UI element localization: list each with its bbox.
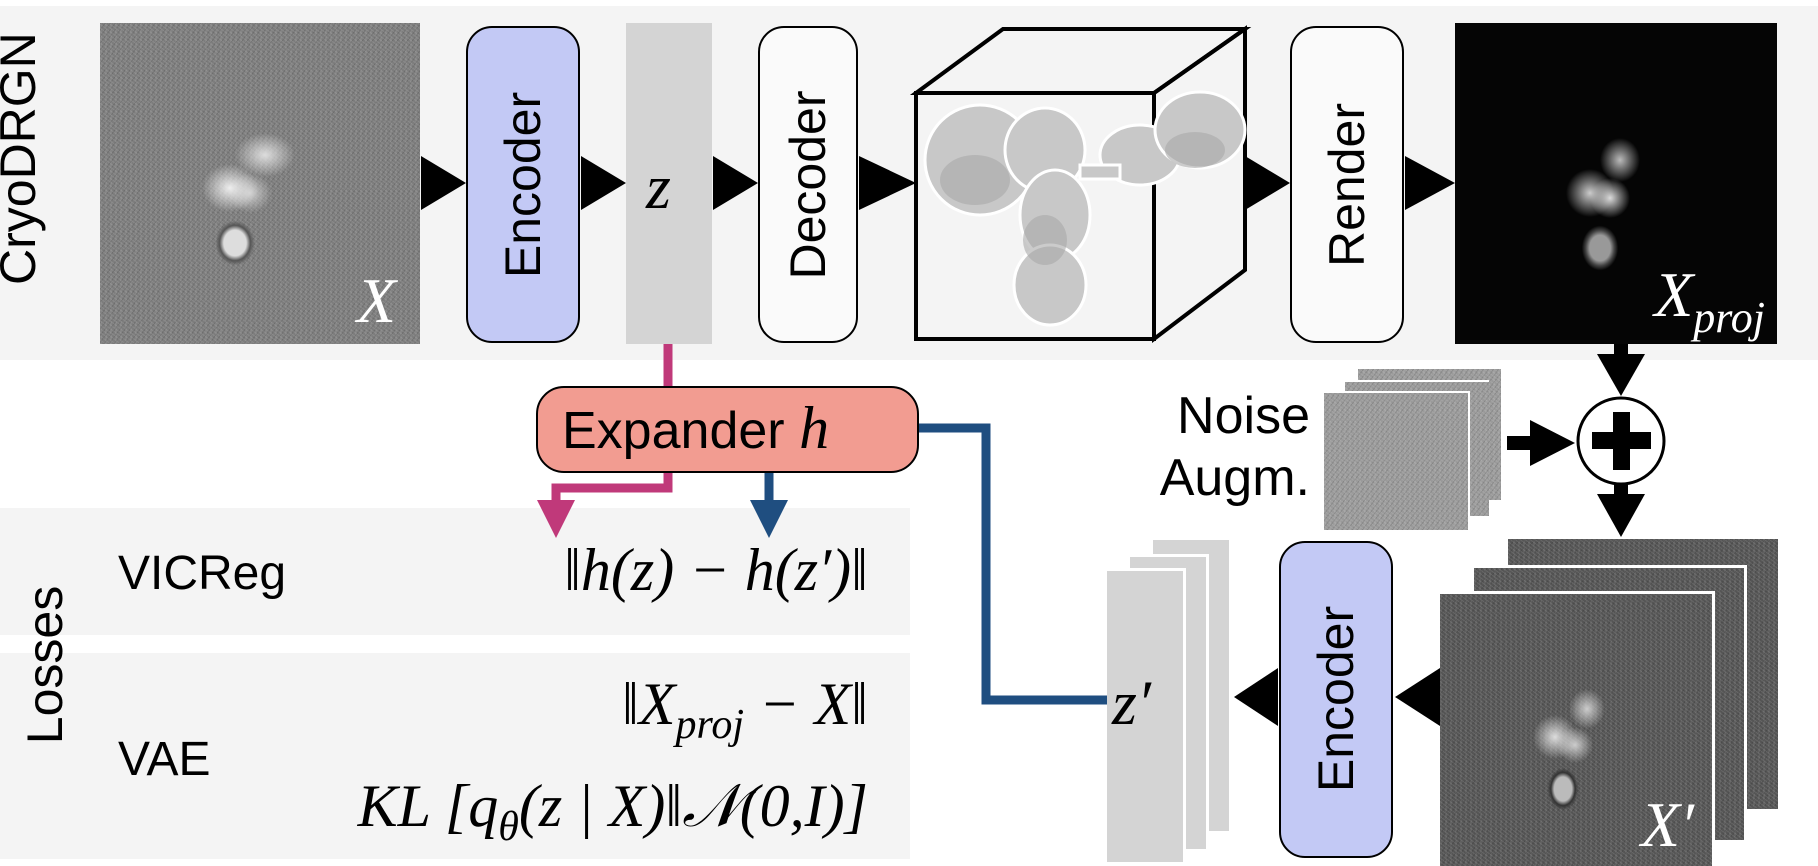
vicreg-name: VICReg	[118, 547, 287, 600]
noise-augm-label: Noise Augm.	[1090, 385, 1310, 509]
vae-reconstruction-formula: ‖Xproj − X‖	[622, 670, 868, 748]
arrow-proj-to-plus	[1597, 354, 1645, 396]
volume-cube	[909, 25, 1252, 344]
protein-density-shading	[940, 132, 1225, 265]
noise-label-line1: Noise	[1177, 387, 1310, 445]
arrow-z-to-decoder	[713, 156, 758, 210]
cube-back-top	[909, 27, 1252, 95]
projection-label-sub: proj	[1693, 293, 1765, 342]
vae-kl-sub: θ	[498, 804, 519, 850]
expander-box	[536, 386, 919, 473]
input-particle-image: X	[100, 23, 420, 344]
arrow-noise-to-plus	[1530, 420, 1575, 466]
arrow-x-to-encoder	[421, 156, 466, 210]
vae-name: VAE	[118, 733, 211, 786]
z-path	[551, 344, 673, 500]
noise-label-line2: Augm.	[1159, 449, 1310, 507]
projection-label-main: X	[1654, 259, 1694, 330]
render-box	[1290, 26, 1404, 343]
vae-kl-formula: KL [qθ(z | X)‖𝒩(0,I)]	[357, 772, 868, 850]
projection-label: Xproj	[1654, 263, 1765, 343]
latent-zprime-label: z′	[1112, 667, 1151, 738]
particle-blob	[195, 133, 305, 283]
encoder2-box	[1279, 541, 1393, 858]
decoder-box	[758, 26, 858, 343]
protein-density-icon	[923, 90, 1247, 327]
arrow-volume-to-render	[1245, 156, 1290, 210]
arrow-decoder-to-volume	[859, 156, 916, 210]
latent-zprime-front	[1107, 568, 1186, 862]
arrow-zprime-to-vicreg	[750, 500, 788, 538]
vae-kl-pre: KL [q	[357, 773, 499, 839]
noise-right-stem	[1507, 436, 1533, 450]
cube-right-side	[1152, 25, 1247, 344]
augmented-image-label: X′	[1640, 789, 1694, 860]
augmented-particle-blob	[1525, 689, 1625, 819]
expander-label: Expander h	[562, 396, 829, 463]
arrow-encoder-to-z	[581, 156, 626, 210]
vae-kl-post: (z | X)‖𝒩(0,I)]	[518, 773, 868, 839]
vae-recon-pre: ‖X	[622, 671, 676, 737]
vae-loss-band	[0, 653, 910, 859]
arrow-plus-to-augmented	[1597, 494, 1645, 537]
encoder-box	[466, 26, 580, 343]
projection-image: Xproj	[1455, 23, 1777, 344]
latent-z-label: z	[646, 151, 671, 222]
arrow-render-to-projection	[1405, 156, 1455, 210]
augmented-image-front: X′	[1440, 591, 1715, 866]
latent-z-bar	[626, 23, 712, 344]
projection-blob	[1560, 138, 1660, 278]
expander-label-text: Expander	[562, 402, 785, 460]
noise-sample-front	[1324, 391, 1470, 530]
vicreg-formula: ‖h(z) − h(z′)‖	[564, 537, 868, 603]
vae-recon-post: − X‖	[744, 671, 868, 737]
vicreg-loss-band	[0, 508, 910, 635]
zprime-path	[764, 423, 1107, 705]
arrow-augmented-to-encoder2	[1395, 668, 1440, 726]
vae-recon-sub: proj	[675, 702, 745, 748]
arrow-encoder2-to-zprime	[1234, 668, 1278, 726]
input-image-label: X	[356, 265, 396, 336]
cube-front-face	[914, 91, 1156, 341]
pipeline-arrows	[421, 156, 1455, 210]
plus-icon-horizontal	[1592, 432, 1651, 449]
expander-symbol: h	[799, 395, 830, 461]
arrow-z-to-vicreg	[537, 500, 575, 538]
